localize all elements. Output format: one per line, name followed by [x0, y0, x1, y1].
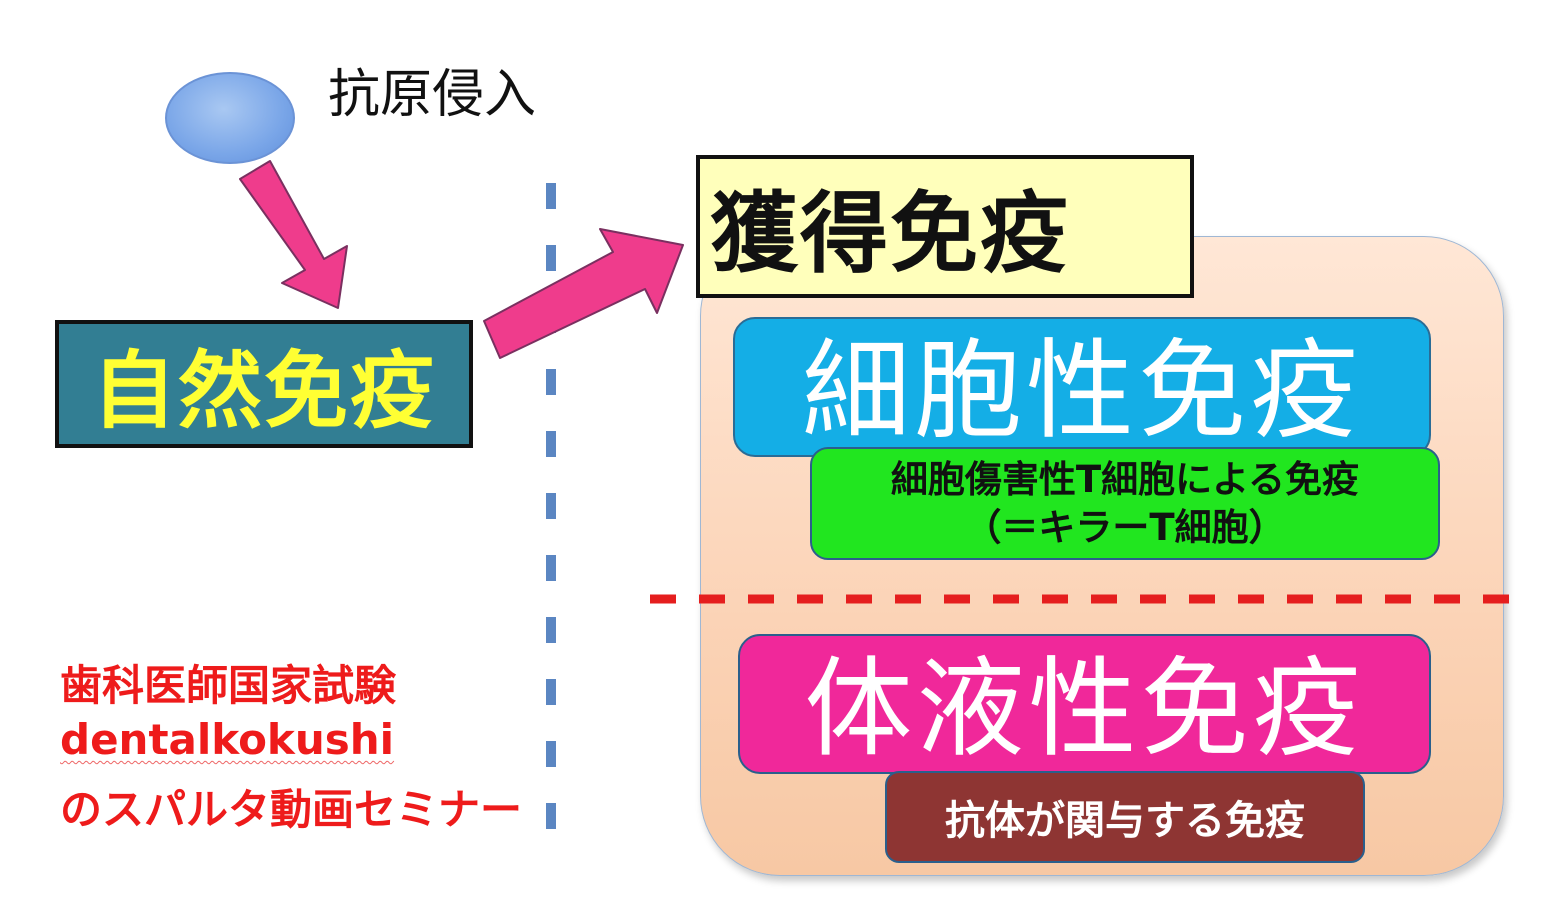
cytotoxic-t-cell-box: 細胞傷害性T細胞による免疫 （＝キラーT細胞）: [810, 447, 1440, 560]
arrow-antigen-to-innate: [239, 160, 348, 309]
antibody-box: 抗体が関与する免疫: [885, 771, 1365, 863]
cellular-immunity-box: 細胞性免疫: [733, 317, 1431, 457]
cytotoxic-t-cell-text: 細胞傷害性T細胞による免疫: [890, 457, 1360, 501]
cellular-immunity-label: 細胞性免疫: [801, 329, 1362, 454]
antigen-ellipse: [165, 72, 295, 164]
innate-immunity-label: 自然免疫: [91, 341, 436, 440]
innate-immunity-box: 自然免疫: [55, 320, 473, 448]
acquired-immunity-title-box: 獲得免疫: [696, 155, 1194, 298]
humoral-immunity-box: 体液性免疫: [738, 634, 1431, 774]
watermark-line-3: のスパルタ動画セミナー: [60, 785, 523, 834]
antigen-label: 抗原侵入: [328, 65, 537, 125]
humoral-immunity-label: 体液性免疫: [804, 647, 1365, 772]
killer-t-cell-text: （＝キラーT細胞）: [964, 505, 1286, 549]
arrow-innate-to-acquired: [483, 228, 684, 359]
acquired-immunity-title: 獲得免疫: [710, 182, 1071, 285]
watermark-line-1: 歯科医師国家試験: [60, 661, 397, 710]
watermark-line-2: dentalkokushi: [60, 715, 395, 764]
antibody-label: 抗体が関与する免疫: [945, 798, 1305, 844]
